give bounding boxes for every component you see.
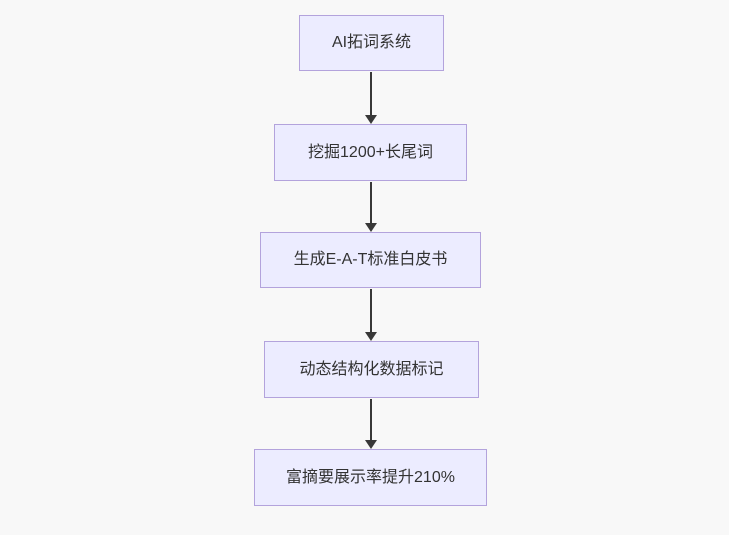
flow-node-label: 动态结构化数据标记 [299, 360, 444, 378]
flow-node-longtail-mining: 挖掘1200+长尾词 [274, 124, 467, 181]
flow-edge-1 [364, 72, 378, 124]
flow-node-structured-data: 动态结构化数据标记 [264, 341, 479, 398]
arrow-line [370, 289, 372, 332]
flow-node-label: 生成E-A-T标准白皮书 [293, 251, 448, 269]
flow-node-label: 挖掘1200+长尾词 [308, 143, 433, 161]
arrow-line [370, 399, 372, 440]
flow-edge-3 [364, 289, 378, 341]
arrow-line [370, 182, 372, 223]
arrow-down-icon [365, 332, 377, 341]
arrow-down-icon [365, 440, 377, 449]
arrow-line [370, 72, 372, 115]
flow-edge-2 [364, 182, 378, 232]
arrow-down-icon [365, 115, 377, 124]
flow-node-eat-whitepaper: 生成E-A-T标准白皮书 [260, 232, 481, 288]
flow-node-label: 富摘要展示率提升210% [286, 468, 455, 486]
flow-node-label: AI拓词系统 [331, 34, 412, 52]
flow-edge-4 [364, 399, 378, 449]
flow-node-rich-snippet-result: 富摘要展示率提升210% [254, 449, 487, 506]
flow-node-ai-keyword-system: AI拓词系统 [299, 15, 444, 71]
arrow-down-icon [365, 223, 377, 232]
